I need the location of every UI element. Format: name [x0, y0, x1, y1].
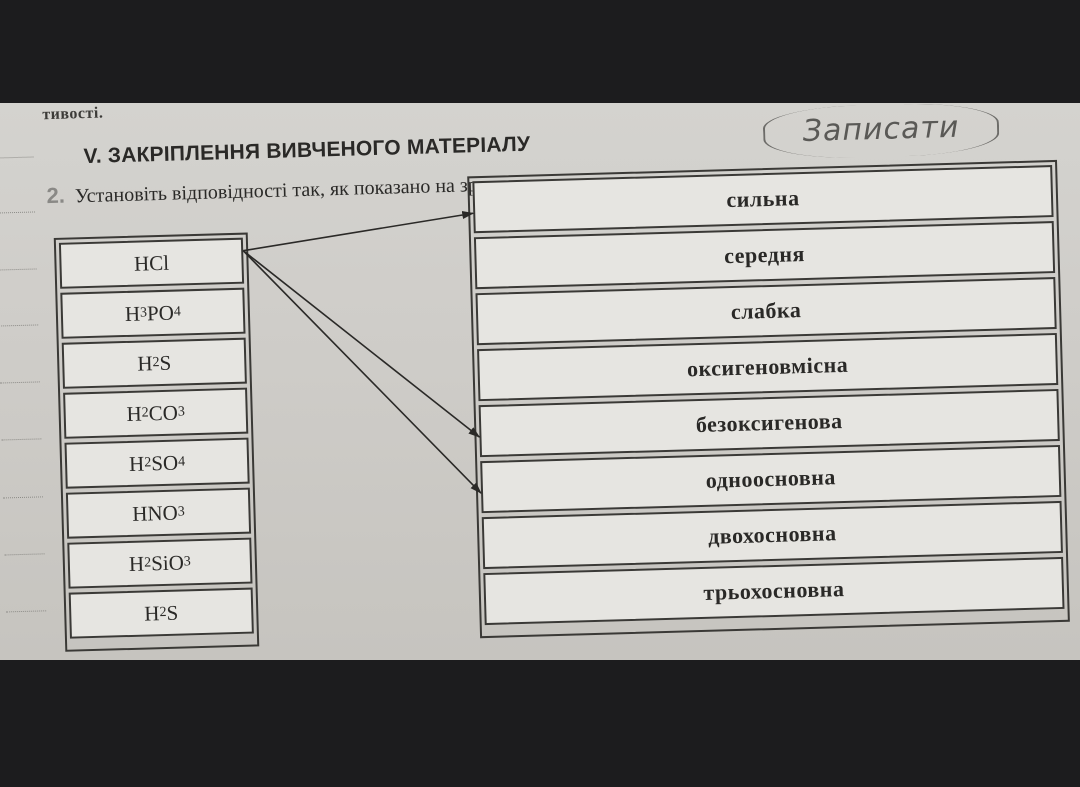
textbook-page: тивості. V. ЗАКРІПЛЕННЯ ВИВЧЕНОГО МАТЕРІ…: [0, 103, 1080, 660]
example-arrows: [242, 211, 482, 494]
example-arrow: [243, 211, 475, 252]
textbook-photo: тивості. V. ЗАКРІПЛЕННЯ ВИВЧЕНОГО МАТЕРІ…: [0, 103, 1080, 660]
example-arrow: [242, 250, 482, 494]
example-arrow: [242, 250, 481, 438]
